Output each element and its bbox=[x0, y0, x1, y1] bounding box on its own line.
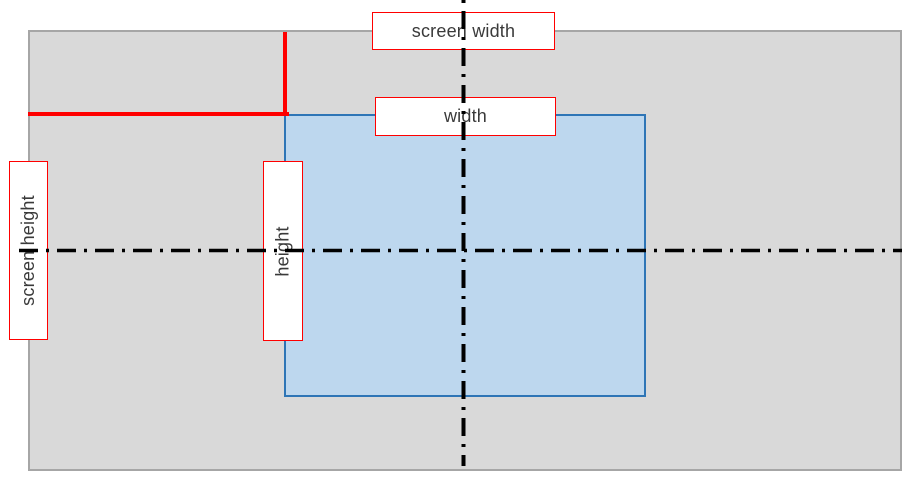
width-label-text: width bbox=[443, 106, 488, 126]
screen-height-label-text: screen height bbox=[18, 195, 39, 306]
screen-height-label: screen height bbox=[9, 161, 48, 340]
screen-width-label: screen width bbox=[372, 12, 555, 50]
window-rect bbox=[284, 114, 646, 397]
height-label-text: height bbox=[272, 225, 293, 277]
height-label: height bbox=[263, 161, 303, 341]
width-label: width bbox=[375, 97, 556, 136]
window-left-offset-line bbox=[283, 32, 287, 116]
screen-width-label-text: screen width bbox=[411, 20, 516, 41]
window-top-offset-line bbox=[28, 112, 289, 116]
